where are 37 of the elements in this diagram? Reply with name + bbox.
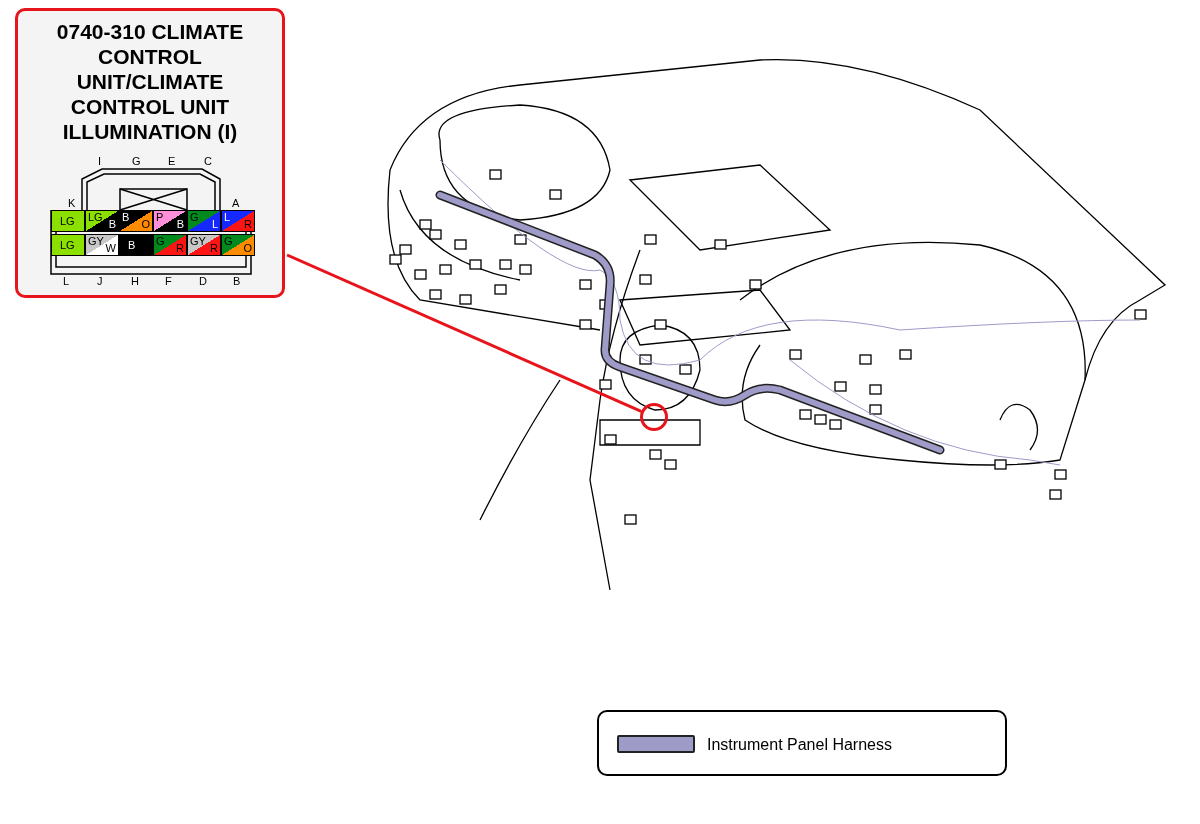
wire-color-code: R <box>210 243 218 254</box>
pin-letter: B <box>233 276 241 287</box>
wire-color-code: L <box>211 219 218 230</box>
wire-color-code: L <box>224 212 231 223</box>
pin-letter: J <box>97 276 103 287</box>
wire-color-code: P <box>156 212 164 223</box>
wire-color-code: LG <box>88 212 103 223</box>
legend-text: Instrument Panel Harness <box>707 736 892 754</box>
wire-color-code: LG <box>60 216 75 227</box>
pin-letter: G <box>132 156 141 167</box>
wire-color-code: G <box>190 212 199 223</box>
pin-letter: K <box>68 198 76 209</box>
connector-callout-box <box>15 8 285 298</box>
pin-letter: F <box>165 276 172 287</box>
wire-color-code: B <box>108 219 116 230</box>
wire-color-code: GY <box>88 236 104 247</box>
wire-color-code: B <box>122 212 130 223</box>
wire-color-code: B <box>176 219 184 230</box>
wire-color-code: W <box>105 243 116 254</box>
location-circle <box>640 403 668 431</box>
pin-letter: H <box>131 276 139 287</box>
wire-color-code: LG <box>60 240 75 251</box>
wire-color-code: B <box>128 240 136 251</box>
pin-letter: C <box>204 156 212 167</box>
pin-letter: I <box>98 156 102 167</box>
pin-letter: A <box>232 198 240 209</box>
connector-title: 0740-310 CLIMATE CONTROL UNIT/CLIMATE CONTROL UNIT ILLUMINATION (I) <box>55 19 245 144</box>
wire-color-code: R <box>176 243 184 254</box>
wire-color-code: O <box>243 243 252 254</box>
wire-color-code: GY <box>190 236 206 247</box>
pin-letter: D <box>199 276 207 287</box>
wire-color-code: G <box>156 236 165 247</box>
pin-letter: E <box>168 156 176 167</box>
pin-letter: L <box>63 276 70 287</box>
wire-color-code: R <box>244 219 252 230</box>
wire-color-code: O <box>141 219 150 230</box>
wire-color-code: G <box>224 236 233 247</box>
